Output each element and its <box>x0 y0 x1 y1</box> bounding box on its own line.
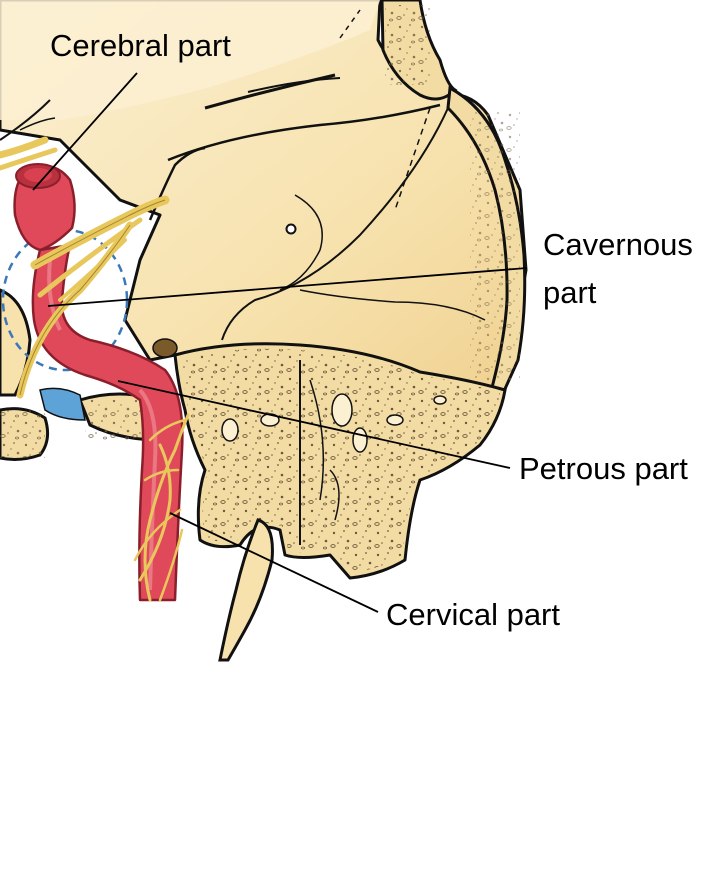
label-cerebral-part: Cerebral part <box>50 30 231 61</box>
label-petrous-part: Petrous part <box>519 453 688 484</box>
label-cavernous-part-line2: part <box>543 277 596 308</box>
label-cavernous-part-line1: Cavernous <box>543 229 693 260</box>
sinus-patch <box>40 388 85 420</box>
label-cervical-part: Cervical part <box>386 599 560 630</box>
